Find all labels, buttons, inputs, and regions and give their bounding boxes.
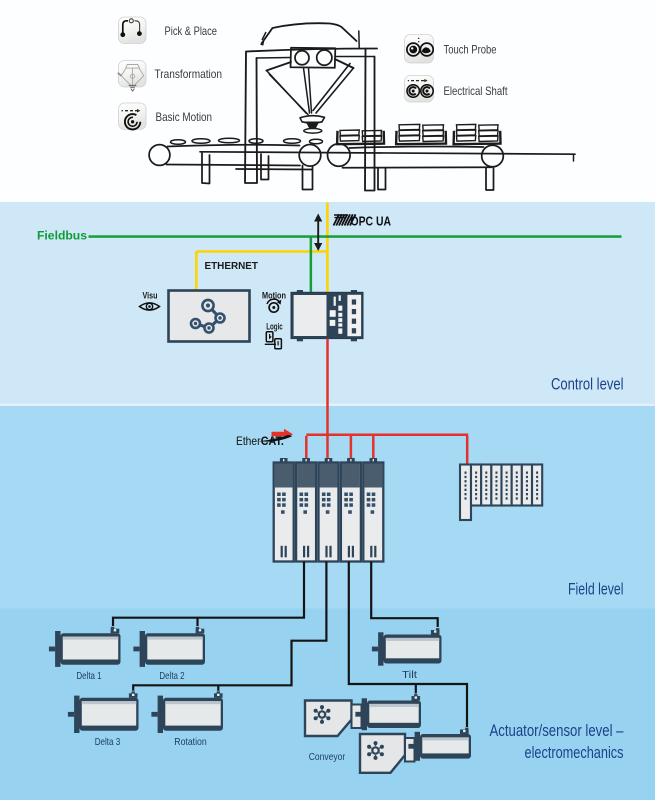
svg-text:Tilt: Tilt (402, 669, 417, 681)
svg-text:Visu: Visu (143, 291, 158, 302)
svg-text:Delta 2: Delta 2 (159, 670, 184, 682)
svg-text:Conveyor: Conveyor (309, 751, 346, 763)
svg-text:OPC UA: OPC UA (351, 215, 392, 229)
svg-text:Delta 3: Delta 3 (95, 736, 121, 748)
svg-text:Actuator/sensor level –: Actuator/sensor level – (490, 721, 624, 740)
svg-text:Delta 1: Delta 1 (76, 670, 101, 682)
svg-text:ETHERNET: ETHERNET (205, 261, 259, 272)
svg-text:Ether: Ether (236, 434, 261, 448)
svg-text:Transformation: Transformation (155, 67, 223, 81)
svg-text:Rotation: Rotation (174, 736, 207, 748)
svg-text:Fieldbus: Fieldbus (37, 231, 87, 243)
svg-text:Touch Probe: Touch Probe (444, 43, 497, 57)
svg-text:electromechanics: electromechanics (525, 743, 624, 762)
svg-text:Motion: Motion (262, 291, 286, 302)
svg-text:Pick & Place: Pick & Place (165, 24, 218, 38)
svg-text:Basic Motion: Basic Motion (156, 110, 213, 124)
svg-text:Logic: Logic (266, 322, 283, 333)
svg-text:Electrical Shaft: Electrical Shaft (444, 84, 509, 98)
svg-text:Control level: Control level (551, 375, 624, 394)
svg-text:Field level: Field level (568, 580, 624, 599)
